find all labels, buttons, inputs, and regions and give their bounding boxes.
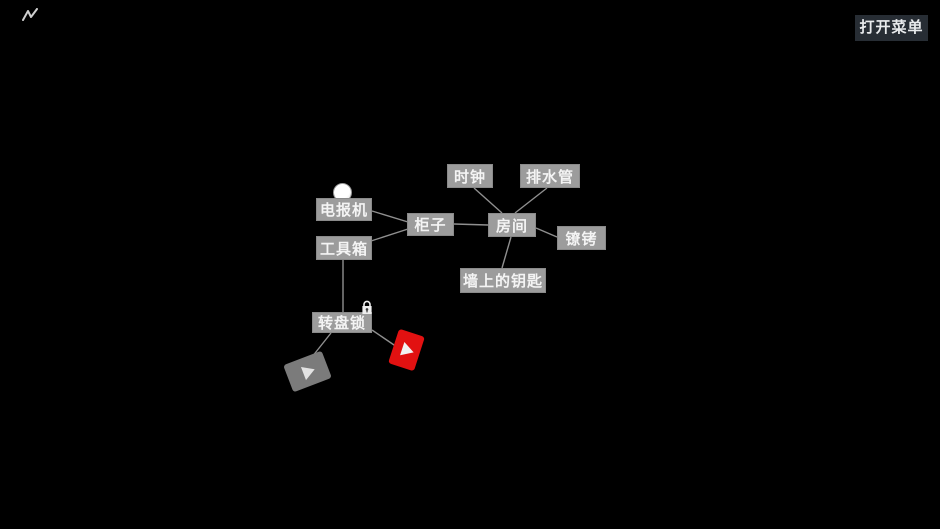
node-shackles[interactable]: 镣铐 xyxy=(557,226,606,250)
video-card-red[interactable] xyxy=(388,328,425,372)
node-room[interactable]: 房间 xyxy=(488,213,536,237)
node-drainpipe[interactable]: 排水管 xyxy=(520,164,580,188)
sketch-mark-icon xyxy=(22,8,38,21)
open-menu-button[interactable]: 打开菜单 xyxy=(855,15,928,41)
lock-icon xyxy=(362,300,372,314)
video-card-gray[interactable] xyxy=(283,350,332,393)
node-key-on-wall[interactable]: 墙上的钥匙 xyxy=(460,268,546,293)
node-cabinet[interactable]: 柜子 xyxy=(407,213,454,236)
play-icon xyxy=(300,362,318,380)
node-clock[interactable]: 时钟 xyxy=(447,164,493,188)
node-toolbox[interactable]: 工具箱 xyxy=(316,236,372,260)
node-telegraph[interactable]: 电报机 xyxy=(316,198,372,221)
node-dial-lock[interactable]: 转盘锁 xyxy=(312,312,372,333)
play-icon xyxy=(400,341,416,359)
